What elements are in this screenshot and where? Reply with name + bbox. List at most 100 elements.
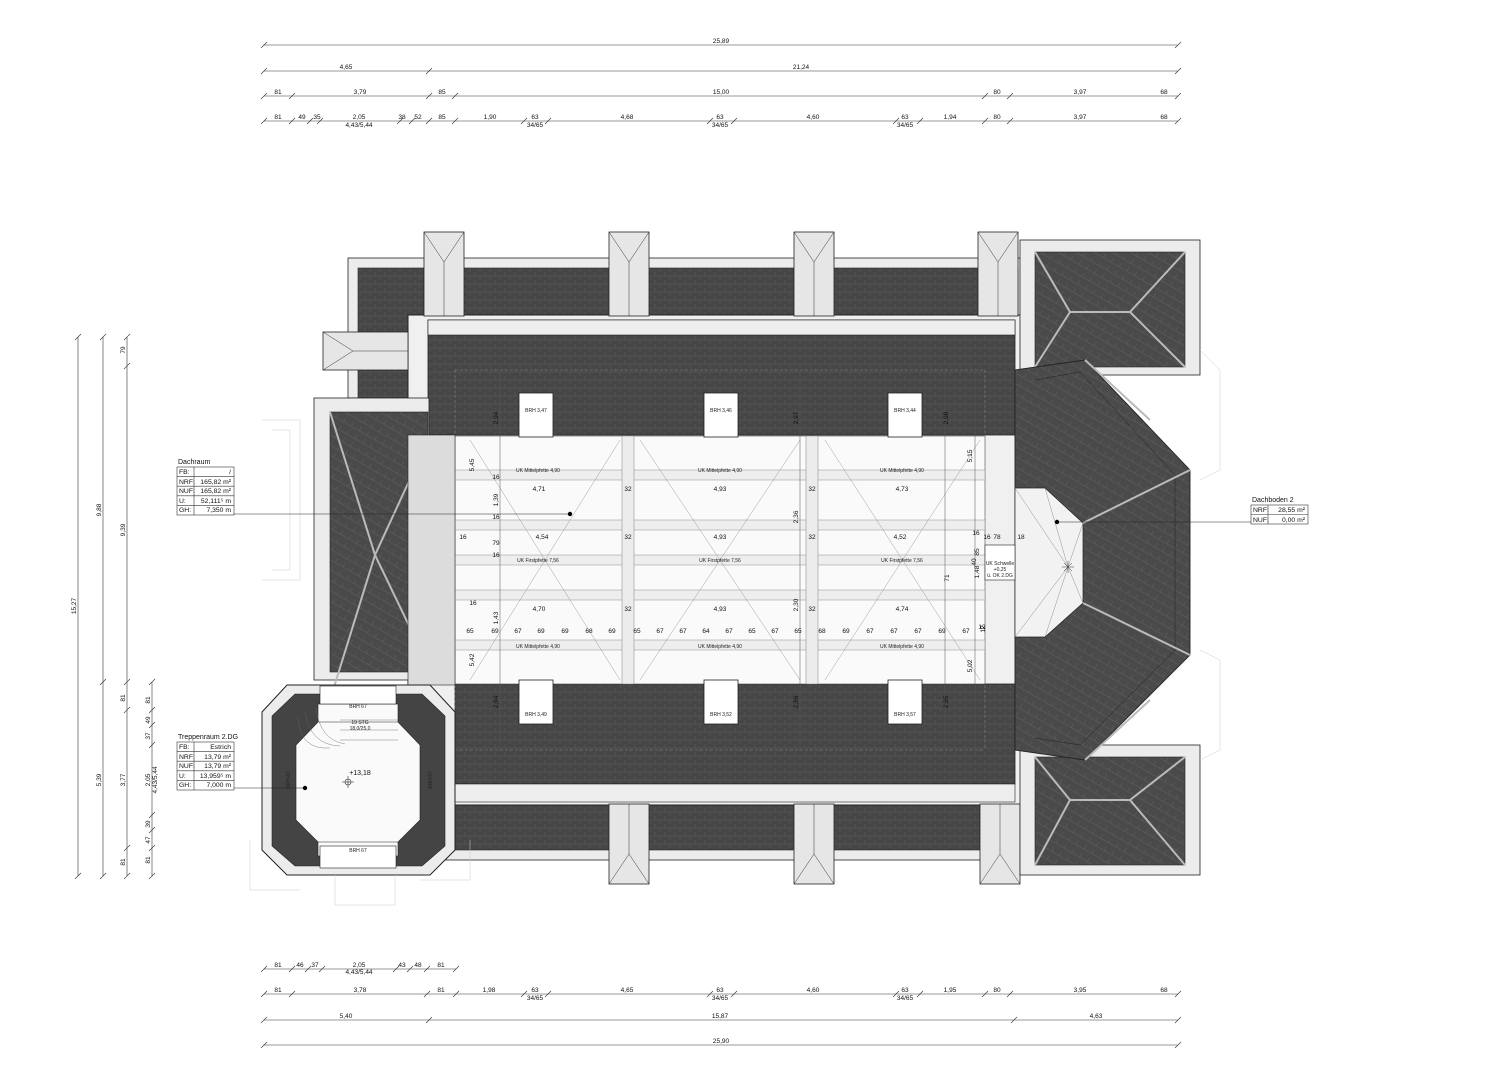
- svg-text:2,05: 2,05: [353, 114, 366, 121]
- svg-text:63: 63: [531, 114, 539, 121]
- svg-text:68: 68: [1160, 987, 1168, 994]
- svg-text:12: 12: [980, 625, 987, 633]
- svg-text:2,95: 2,95: [943, 695, 950, 708]
- dimension-tick: [123, 706, 131, 714]
- svg-text:5,02: 5,02: [967, 659, 974, 672]
- svg-text:67: 67: [514, 628, 522, 635]
- svg-text:Treppenraum 2.DG: Treppenraum 2.DG: [178, 734, 238, 741]
- svg-text:1,94: 1,94: [944, 114, 957, 121]
- svg-text:65: 65: [748, 628, 756, 635]
- dimension-tick: [288, 990, 296, 998]
- dimension-tick: [544, 990, 552, 998]
- svg-text:81: 81: [120, 694, 127, 702]
- plan-labels: BRH 3,47 BRH 3,46 BRH 3,44 BRH 3,49 BRH …: [286, 408, 1014, 854]
- dimension-tick: [260, 67, 268, 75]
- svg-text:63: 63: [901, 987, 909, 994]
- svg-text:81: 81: [274, 962, 282, 969]
- dimension-tick: [916, 117, 924, 125]
- svg-text:4,74: 4,74: [896, 606, 909, 613]
- svg-text:BRH 67: BRH 67: [349, 848, 367, 854]
- dimension-tick: [260, 1016, 268, 1024]
- svg-text:81: 81: [437, 962, 445, 969]
- svg-text:BRH 3,46: BRH 3,46: [710, 408, 732, 414]
- svg-text:NRF:: NRF:: [179, 479, 195, 486]
- dimension-tick: [288, 965, 296, 973]
- svg-text:34/65: 34/65: [527, 122, 544, 129]
- dimension-tick: [892, 990, 900, 998]
- svg-text:BRH 3,49: BRH 3,49: [525, 712, 547, 718]
- dimension-tick: [452, 990, 460, 998]
- dimension-tick: [451, 117, 459, 125]
- svg-text:2,94: 2,94: [493, 411, 500, 424]
- svg-text:68: 68: [818, 628, 826, 635]
- dimension-tick: [123, 362, 131, 370]
- svg-text:68: 68: [1160, 114, 1168, 121]
- dimension-tick: [392, 965, 400, 973]
- dimension-tick: [148, 706, 156, 714]
- dimension-tick: [451, 92, 459, 100]
- dimension-tick: [260, 1041, 268, 1049]
- svg-text:BRH 67: BRH 67: [428, 771, 434, 789]
- svg-text:34/65: 34/65: [712, 122, 729, 129]
- svg-text:18,0/25,0: 18,0/25,0: [350, 726, 371, 732]
- svg-text:+0,25: +0,25: [994, 567, 1007, 573]
- svg-text:FB:: FB:: [179, 744, 190, 751]
- svg-text:NUF:: NUF:: [179, 763, 195, 770]
- svg-text:67: 67: [890, 628, 898, 635]
- svg-text:4,70: 4,70: [533, 606, 546, 613]
- svg-text:32: 32: [808, 486, 816, 493]
- svg-text:3,79: 3,79: [354, 89, 367, 96]
- svg-text:4,63: 4,63: [1090, 1013, 1103, 1020]
- dimension-tick: [1006, 92, 1014, 100]
- svg-text:U:: U:: [179, 498, 186, 505]
- svg-text:13,79 m²: 13,79 m²: [204, 763, 232, 770]
- svg-text:BRH 67: BRH 67: [349, 704, 367, 710]
- dimension-tick: [316, 117, 324, 125]
- svg-text:4,54: 4,54: [536, 534, 549, 541]
- svg-text:2,05: 2,05: [145, 773, 152, 786]
- svg-text:7,000 m: 7,000 m: [206, 782, 231, 789]
- svg-text:4,52: 4,52: [894, 534, 907, 541]
- svg-text:69: 69: [561, 628, 569, 635]
- svg-text:81: 81: [437, 987, 445, 994]
- svg-text:3,97: 3,97: [1074, 114, 1087, 121]
- dimension-tick: [148, 678, 156, 686]
- dimension-tick: [148, 721, 156, 729]
- svg-text:2,94: 2,94: [493, 695, 500, 708]
- dimension-tick: [99, 872, 107, 880]
- svg-text:UK Mittelpfette 4,90: UK Mittelpfette 4,90: [698, 644, 742, 650]
- dimension-tick: [148, 844, 156, 852]
- svg-text:BRH 3,47: BRH 3,47: [525, 408, 547, 414]
- svg-text:81: 81: [274, 114, 282, 121]
- svg-text:67: 67: [866, 628, 874, 635]
- svg-text:/: /: [229, 469, 231, 476]
- svg-text:4,60: 4,60: [807, 114, 820, 121]
- svg-text:79: 79: [492, 540, 500, 547]
- svg-text:64: 64: [702, 628, 710, 635]
- svg-text:81: 81: [145, 696, 152, 704]
- svg-text:15,27: 15,27: [71, 597, 78, 614]
- svg-text:67: 67: [725, 628, 733, 635]
- svg-text:81: 81: [120, 858, 127, 866]
- svg-text:35: 35: [313, 114, 321, 121]
- dimension-tick: [1174, 1016, 1182, 1024]
- svg-text:5,45: 5,45: [469, 458, 476, 471]
- room-tag-treppenraum: Treppenraum 2.DG FB: Estrich NRF: 13,79 …: [176, 734, 308, 791]
- svg-text:2,97: 2,97: [793, 411, 800, 424]
- dimension-tick: [520, 990, 528, 998]
- svg-text:43: 43: [398, 962, 406, 969]
- dimension-tick: [1174, 1041, 1182, 1049]
- dimension-chains-top: [264, 44, 1178, 122]
- dimension-tick: [706, 990, 714, 998]
- dim-bottom-row1: 81 46 37 2,05 4,43/5,44 43 48 81: [274, 962, 445, 976]
- svg-text:16: 16: [459, 534, 467, 541]
- svg-text:1,48: 1,48: [974, 565, 981, 578]
- svg-text:32: 32: [808, 606, 816, 613]
- dimension-tick: [1174, 117, 1182, 125]
- svg-text:4,65: 4,65: [621, 987, 634, 994]
- svg-text:4,73: 4,73: [896, 486, 909, 493]
- svg-text:NUF:: NUF:: [1253, 517, 1269, 524]
- dimension-tick: [260, 990, 268, 998]
- svg-text:13,79 m²: 13,79 m²: [204, 754, 232, 761]
- svg-text:69: 69: [842, 628, 850, 635]
